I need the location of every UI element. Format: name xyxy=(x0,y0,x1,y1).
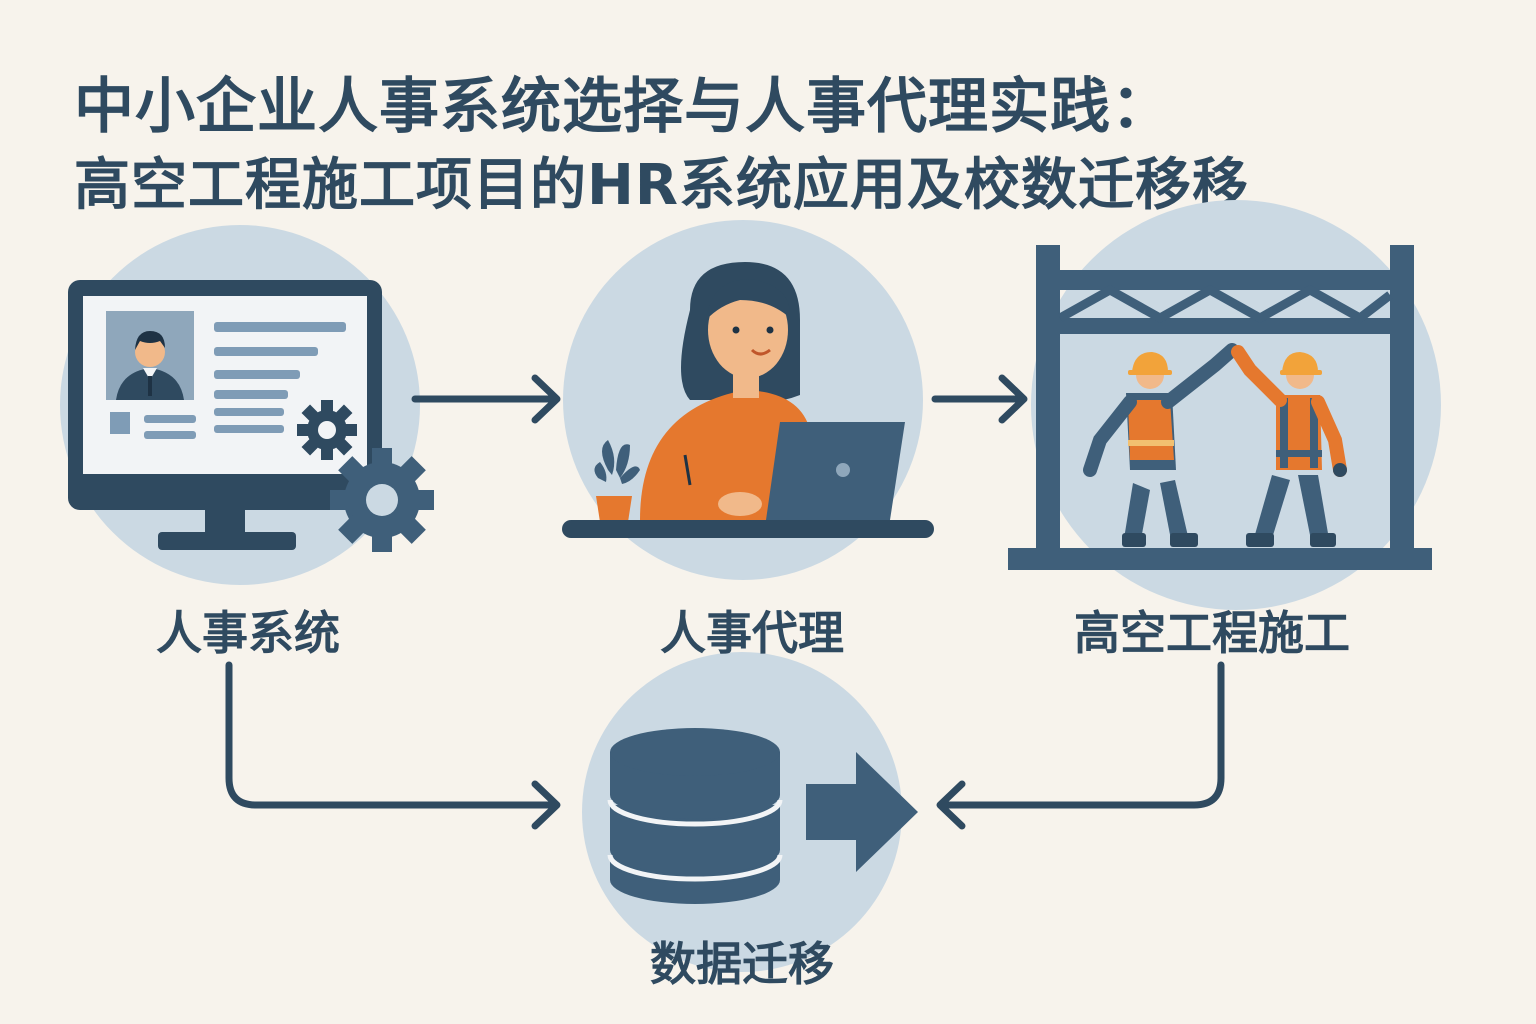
worker-right xyxy=(1231,345,1347,547)
node-label-hr-agency: 人事代理 xyxy=(660,606,844,660)
node-label-hr-system: 人事系统 xyxy=(156,606,340,660)
worker-left xyxy=(1083,343,1239,547)
arrow-right-icon xyxy=(806,752,918,872)
gear-icon xyxy=(297,400,357,460)
connector-construction-to-migration xyxy=(938,661,1225,809)
arrowhead-construction xyxy=(998,374,1028,424)
database-icon xyxy=(607,728,783,904)
gear-large-icon xyxy=(330,448,434,552)
node-label-data-migration: 数据迁移 xyxy=(650,937,834,991)
title-line-1: 中小企业人事系统选择与人事代理实践： xyxy=(74,72,1172,142)
computer-monitor-icon xyxy=(68,280,382,550)
arrowhead-migration-right xyxy=(936,780,966,830)
arrowhead-agency xyxy=(531,374,561,424)
title-line-2: 高空工程施工项目的HR系统应用及校数迁移移 xyxy=(74,153,1249,218)
connector-system-to-migration xyxy=(225,661,559,809)
construction-workers-icon xyxy=(1008,245,1432,570)
node-label-construction: 高空工程施工 xyxy=(1074,606,1350,660)
person-with-laptop-icon xyxy=(562,262,934,538)
arrowhead-migration-left xyxy=(531,780,561,830)
